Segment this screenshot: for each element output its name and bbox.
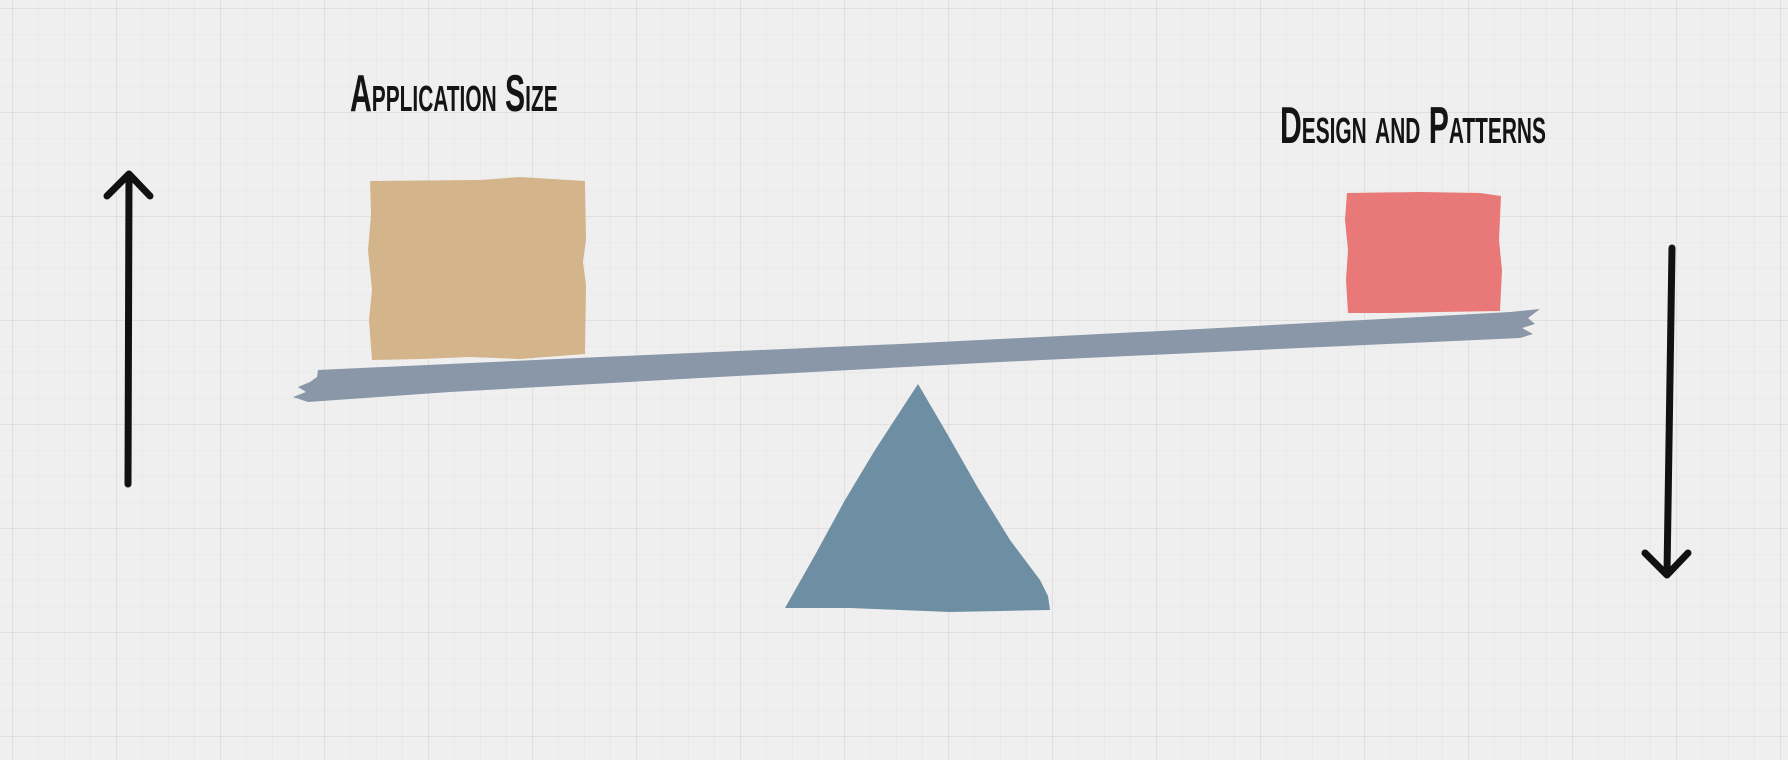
fulcrum-triangle <box>785 384 1050 612</box>
design-and-patterns-label: Design and Patterns <box>1280 97 1546 155</box>
design-and-patterns-box <box>1345 192 1502 313</box>
application-size-box <box>368 177 586 360</box>
seesaw-beam <box>293 309 1540 402</box>
arrow-up-icon <box>103 170 154 488</box>
application-size-label: Application Size <box>350 65 558 123</box>
arrow-down-icon <box>1641 244 1692 579</box>
